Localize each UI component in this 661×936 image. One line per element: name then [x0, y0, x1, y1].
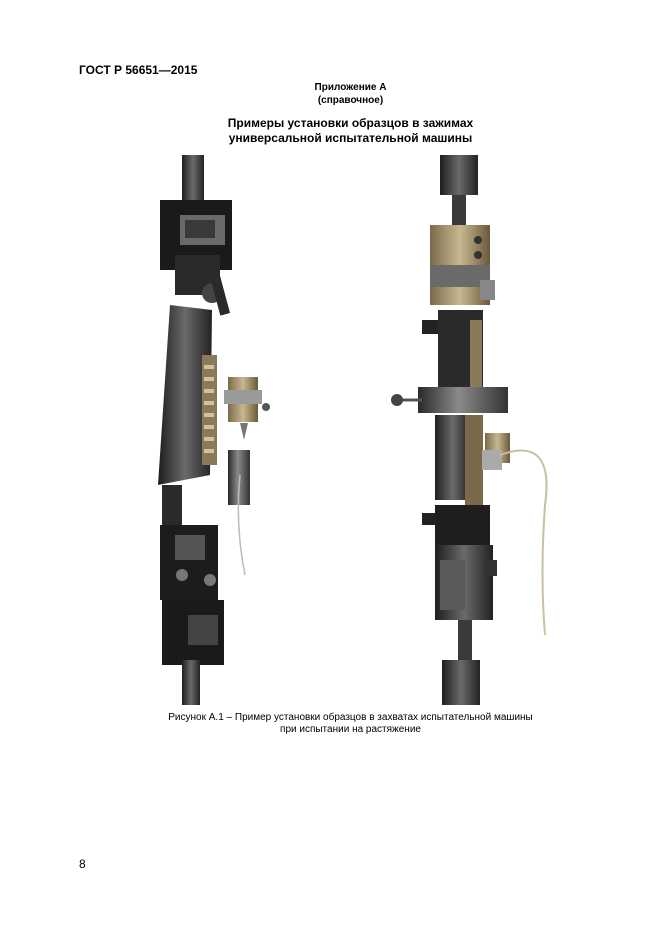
- annex-title: Приложение А: [314, 82, 387, 93]
- heading-line-1: Примеры установки образцов в зажимах: [227, 116, 474, 130]
- annex-subtitle: (справочное): [317, 95, 384, 106]
- caption-line-1: Рисунок А.1 – Пример установки образцов …: [168, 712, 533, 723]
- section-heading: Примеры установки образцов в зажимах уни…: [20, 116, 661, 146]
- right-grip-assembly: [391, 155, 548, 705]
- left-grip-assembly: [158, 155, 270, 705]
- test-machine-photo: [158, 155, 548, 705]
- caption-line-2: при испытании на растяжение: [280, 724, 421, 735]
- heading-line-2: универсальной испытательной машины: [228, 131, 473, 145]
- page-number: 8: [79, 857, 86, 871]
- document-header: ГОСТ Р 56651—2015: [79, 63, 198, 77]
- figure-caption: Рисунок А.1 – Пример установки образцов …: [20, 712, 661, 736]
